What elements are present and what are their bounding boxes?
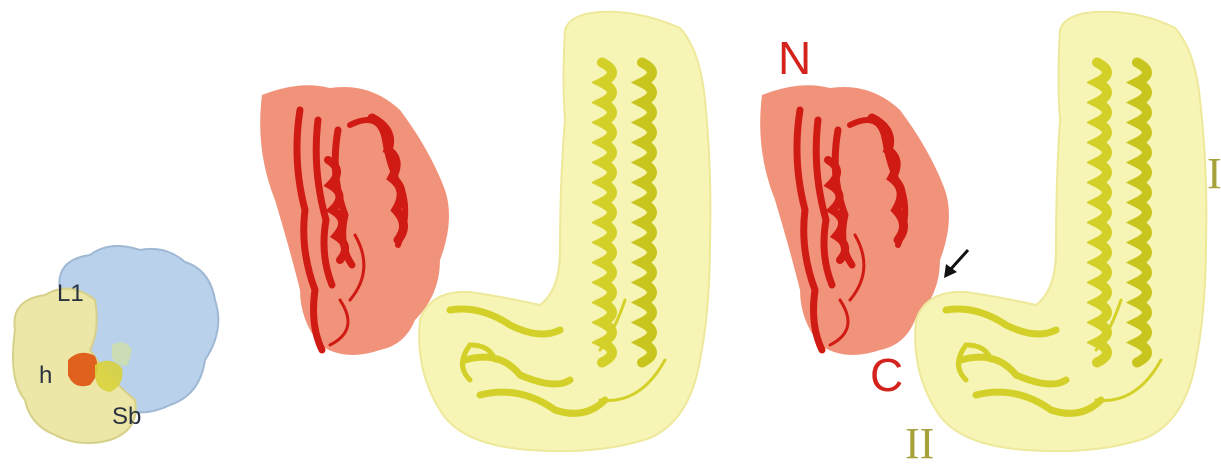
label-h: h (39, 364, 52, 388)
label-l1: L1 (57, 282, 84, 306)
arrow-icon (944, 250, 968, 278)
label-n-terminus: N (778, 35, 811, 81)
salmon-density-left (260, 85, 449, 355)
label-domain-ii: II (905, 422, 934, 466)
label-c-terminus: C (870, 352, 903, 398)
label-domain-i: I (1207, 152, 1221, 196)
yellow-density-left (419, 12, 710, 451)
yellow-density-right (915, 12, 1206, 451)
label-sb: Sb (112, 405, 141, 429)
